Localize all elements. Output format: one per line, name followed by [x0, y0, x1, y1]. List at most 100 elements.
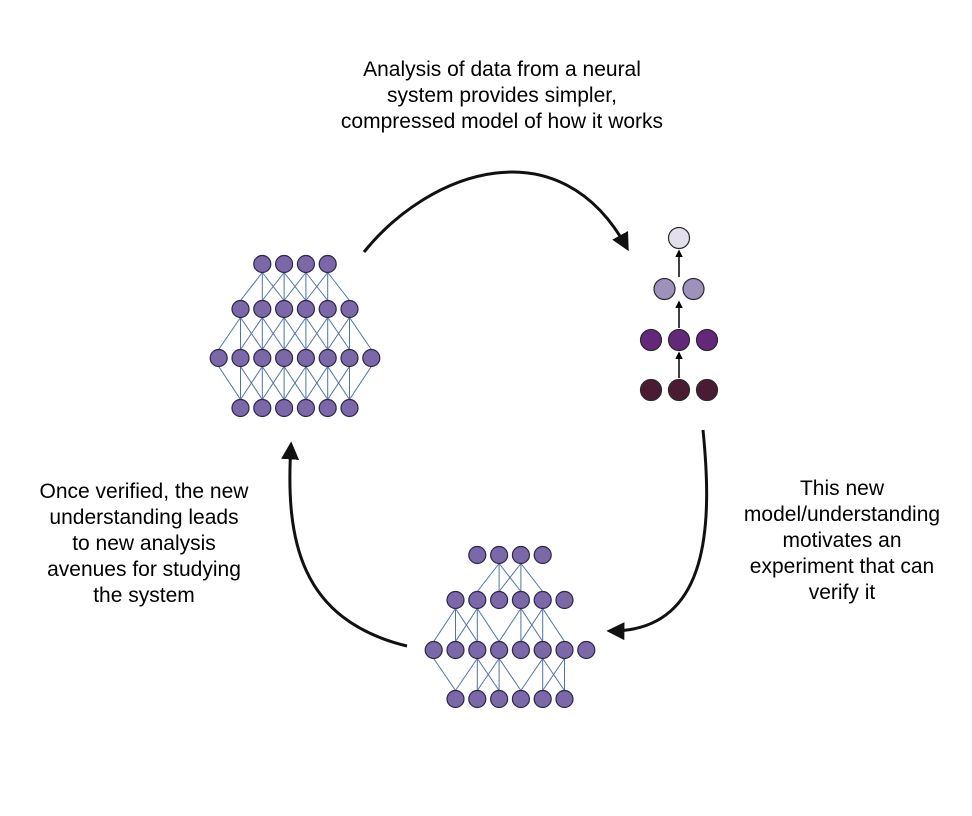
connection-edge — [327, 317, 350, 350]
neuron — [209, 348, 228, 368]
neuron — [533, 590, 552, 610]
connection-edge — [349, 317, 372, 350]
neuron — [533, 689, 552, 709]
neuron — [318, 348, 337, 368]
model-unit — [695, 378, 719, 402]
neuron — [424, 640, 443, 660]
connection-edge — [240, 366, 263, 400]
neuron — [468, 689, 487, 709]
connection-edge — [498, 563, 522, 592]
neuron — [555, 689, 574, 709]
neuron — [296, 348, 315, 368]
neuron — [231, 299, 250, 319]
neuron — [296, 299, 315, 319]
neuron — [468, 545, 487, 565]
connection-edge — [498, 608, 522, 642]
cycle-arrow-experiment — [606, 429, 709, 641]
neuron — [253, 348, 272, 368]
neuron — [275, 254, 294, 274]
neuron — [253, 254, 272, 274]
connection-edge — [455, 608, 478, 642]
connection-edge — [476, 658, 500, 691]
connection-edge — [218, 317, 241, 350]
neuron — [511, 640, 531, 660]
neuron — [275, 348, 294, 368]
connection-edge — [240, 317, 263, 350]
connection-edge — [498, 658, 522, 691]
neuron — [446, 689, 465, 709]
neuron — [511, 545, 531, 565]
connection-edge — [349, 366, 372, 400]
model-unit — [639, 328, 663, 352]
neuron — [446, 640, 465, 660]
connection-edge — [305, 272, 329, 301]
neuron — [533, 640, 552, 660]
neuron — [490, 640, 509, 660]
connection-edge — [542, 658, 565, 691]
connection-edge — [261, 317, 285, 350]
neuron — [533, 545, 552, 565]
neuron — [577, 640, 596, 660]
connection-edge — [305, 366, 329, 400]
connection-edge — [520, 563, 544, 592]
neuron — [296, 398, 315, 418]
compressed-model-network — [639, 226, 719, 402]
neuron — [446, 590, 465, 610]
caption-analysis: Analysis of data from a neural system pr… — [340, 58, 664, 133]
neuron — [555, 640, 574, 660]
connection-edge — [261, 272, 285, 301]
neuron — [231, 348, 250, 368]
neuron — [511, 590, 531, 610]
model-unit — [653, 277, 676, 301]
neuron — [490, 590, 509, 610]
connection-edge — [218, 366, 241, 400]
neuron — [511, 689, 531, 709]
connection-edge — [476, 608, 500, 642]
connection-edge — [283, 272, 307, 301]
neuron — [296, 254, 315, 274]
neuron — [362, 348, 381, 368]
neuron — [318, 398, 337, 418]
model-unit — [667, 328, 691, 352]
network-connections — [218, 272, 372, 400]
neuron — [253, 398, 272, 418]
network-connections — [433, 563, 565, 691]
cycle-arrow-new-analysis — [281, 441, 408, 648]
neuron — [275, 398, 294, 418]
neuron — [340, 398, 359, 418]
connection-edge — [283, 317, 307, 350]
neuron — [340, 299, 359, 319]
caption-new-analysis: Once verified, the new understanding lea… — [39, 480, 249, 607]
model-unit — [667, 378, 691, 402]
cycle-arrow-analysis — [362, 170, 629, 253]
connection-edge — [476, 563, 500, 592]
perturbed-neural-network — [424, 545, 596, 709]
connection-edge — [305, 317, 329, 350]
model-unit — [682, 277, 705, 301]
neuron — [318, 299, 337, 319]
connection-edge — [261, 366, 285, 400]
connection-edge — [520, 608, 544, 642]
connection-edge — [455, 658, 478, 691]
connection-edge — [520, 658, 544, 691]
connection-edge — [240, 272, 263, 301]
neuron — [490, 545, 509, 565]
connection-edge — [327, 272, 350, 301]
connection-edge — [433, 608, 456, 642]
full-neural-network — [209, 254, 381, 418]
neuron — [340, 348, 359, 368]
caption-experiment: This new model/understanding motivates a… — [743, 477, 941, 604]
model-unit — [695, 328, 719, 352]
neuron — [490, 689, 509, 709]
model-unit — [667, 226, 691, 250]
neuron — [555, 590, 574, 610]
neuron — [468, 590, 487, 610]
neuron — [318, 254, 337, 274]
neuron — [275, 299, 294, 319]
neuron — [468, 640, 487, 660]
neuron — [231, 398, 250, 418]
neuron — [253, 299, 272, 319]
connection-edge — [327, 366, 350, 400]
